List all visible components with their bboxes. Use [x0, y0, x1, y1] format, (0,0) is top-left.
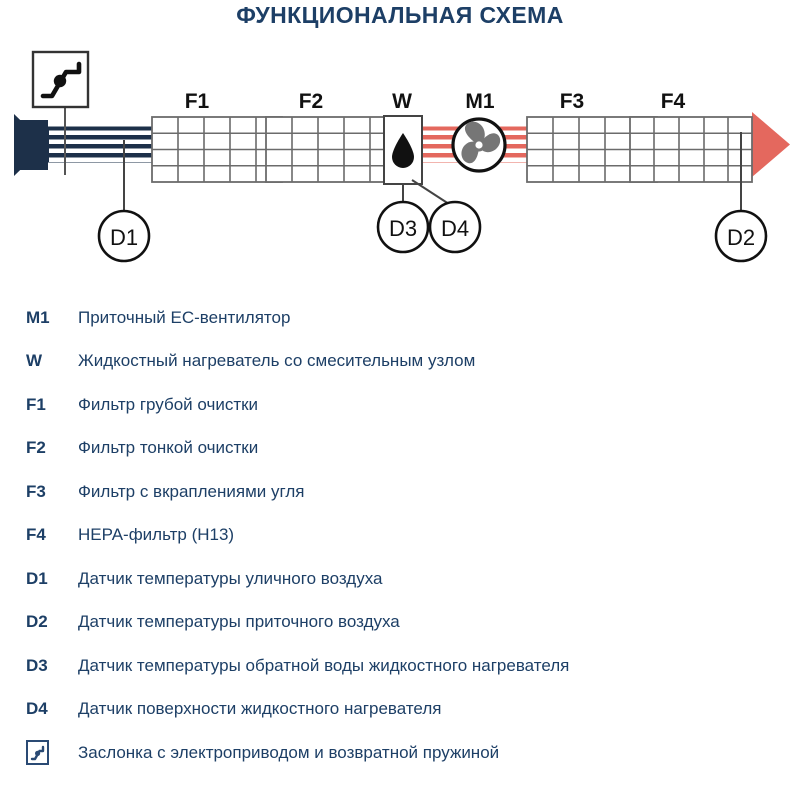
- legend-key-w: W: [26, 351, 43, 371]
- sensor-label-d2: D2: [727, 225, 755, 250]
- component-f1[interactable]: F1: [151, 90, 283, 183]
- fan-icon: [461, 121, 501, 164]
- sensor-d4[interactable]: D4: [411, 179, 482, 254]
- legend: M1 Приточный EC-вентилятор W Жидкостный …: [0, 296, 800, 775]
- component-label-f4: F4: [661, 90, 686, 113]
- legend-key-f3: F3: [26, 481, 46, 501]
- legend-row-f1: F1 Фильтр грубой очистки: [0, 383, 800, 427]
- component-label-f2: F2: [299, 90, 324, 113]
- legend-key-f1: F1: [26, 394, 46, 414]
- sensor-label-d3: D3: [389, 216, 417, 241]
- legend-row-d2: D2 Датчик температуры приточного воздуха: [0, 601, 800, 645]
- legend-row-d3: D3 Датчик температуры обратной воды жидк…: [0, 644, 800, 688]
- component-label-f3: F3: [560, 90, 585, 113]
- legend-key-d4: D4: [26, 699, 48, 719]
- functional-schematic: F1 F2 W M1: [0, 0, 800, 290]
- component-label-f1: F1: [185, 90, 210, 113]
- sensor-d1[interactable]: D1: [97, 140, 151, 263]
- component-f2[interactable]: F2: [265, 90, 397, 183]
- legend-row-damper: Заслонка с электроприводом и возвратной …: [0, 731, 800, 775]
- legend-description-w: Жидкостный нагреватель со смесительным у…: [78, 351, 476, 371]
- component-m1[interactable]: M1: [451, 90, 507, 173]
- damper-actuator-icon: [26, 740, 49, 766]
- legend-key-damper: [0, 740, 78, 766]
- damper-actuator-icon[interactable]: [31, 50, 90, 175]
- sensor-d3[interactable]: D3: [376, 184, 430, 254]
- legend-row-f3: F3 Фильтр с вкраплениями угля: [0, 470, 800, 514]
- legend-description-d4: Датчик поверхности жидкостного нагревате…: [78, 699, 442, 719]
- legend-row-f2: F2 Фильтр тонкой очистки: [0, 427, 800, 471]
- component-label-m1: M1: [465, 90, 494, 113]
- legend-description-d1: Датчик температуры уличного воздуха: [78, 568, 383, 588]
- legend-description-f2: Фильтр тонкой очистки: [78, 438, 259, 458]
- legend-description-f4: HEPA-фильтр (H13): [78, 525, 235, 545]
- sensor-label-d4: D4: [441, 216, 469, 241]
- component-label-w: W: [392, 90, 412, 113]
- legend-key-d1: D1: [26, 568, 48, 588]
- legend-row-f4: F4 HEPA-фильтр (H13): [0, 514, 800, 558]
- sensor-d2[interactable]: D2: [714, 132, 768, 263]
- page-title: ФУНКЦИОНАЛЬНАЯ СХЕМА: [236, 2, 564, 28]
- legend-description-m1: Приточный EC-вентилятор: [78, 307, 291, 327]
- legend-row-d4: D4 Датчик поверхности жидкостного нагрев…: [0, 688, 800, 732]
- legend-description-f3: Фильтр с вкраплениями угля: [78, 481, 305, 501]
- legend-description-f1: Фильтр грубой очистки: [78, 394, 259, 414]
- legend-key-f4: F4: [26, 525, 46, 545]
- legend-key-m1: M1: [26, 307, 50, 327]
- sensor-label-d1: D1: [110, 225, 138, 250]
- legend-row-d1: D1 Датчик температуры уличного воздуха: [0, 557, 800, 601]
- legend-key-f2: F2: [26, 438, 46, 458]
- water-drop-icon: [392, 133, 414, 168]
- legend-description-damper: Заслонка с электроприводом и возвратной …: [78, 742, 500, 762]
- component-f4[interactable]: F4: [629, 90, 753, 183]
- legend-key-d3: D3: [26, 655, 48, 675]
- legend-row-m1: M1 Приточный EC-вентилятор: [0, 296, 800, 340]
- legend-description-d2: Датчик температуры приточного воздуха: [78, 612, 400, 632]
- component-w[interactable]: W: [383, 90, 423, 185]
- outdoor-air-intake-arrow: [14, 114, 49, 176]
- legend-key-d2: D2: [26, 612, 48, 632]
- legend-row-w: W Жидкостный нагреватель со смесительным…: [0, 340, 800, 384]
- legend-description-d3: Датчик температуры обратной воды жидкост…: [78, 655, 570, 675]
